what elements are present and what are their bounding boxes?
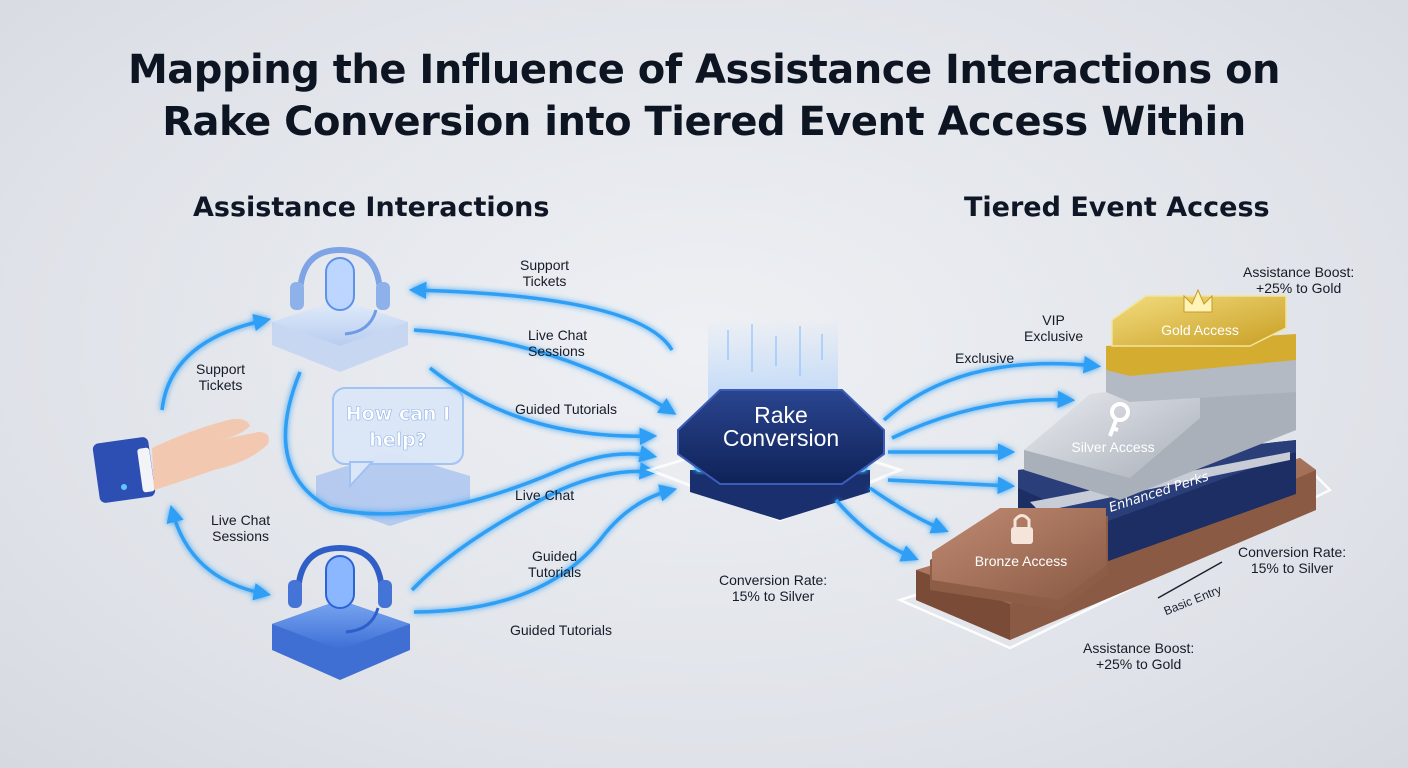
center-conversion-note-l1: Conversion Rate: bbox=[719, 572, 828, 588]
arrow-hub-to-top-pod bbox=[408, 281, 674, 351]
label-support-tickets-left-l1: Support bbox=[196, 361, 246, 377]
gold-access-label: Gold Access bbox=[1161, 322, 1239, 338]
silver-access-label: Silver Access bbox=[1071, 439, 1154, 455]
lock-icon bbox=[1011, 514, 1033, 544]
title-line-1: Mapping the Influence of Assistance Inte… bbox=[127, 47, 1281, 93]
label-guided-tutorials-low-l2: Tutorials bbox=[528, 564, 582, 580]
arrow-hub-to-exclusive bbox=[891, 390, 1076, 440]
label-assistance-boost-top-l2: +25% to Gold bbox=[1256, 280, 1342, 296]
label-live-chat-sessions-left-l1: Live Chat bbox=[211, 512, 271, 528]
label-assistance-boost-bottom: Assistance Boost: +25% to Gold bbox=[1083, 640, 1194, 672]
label-live-chat-sessions-mid-l2: Sessions bbox=[528, 343, 585, 359]
label-support-tickets-left-l2: Tickets bbox=[198, 377, 243, 393]
label-vip-exclusive-l1: VIP bbox=[1042, 312, 1065, 328]
label-live-chat-sessions-mid: Live Chat Sessions bbox=[528, 327, 587, 359]
gold-tier-slab: Gold Access bbox=[1106, 288, 1296, 402]
center-conversion-note-l2: 15% to Silver bbox=[731, 588, 815, 604]
label-assistance-boost-bottom-l1: Assistance Boost: bbox=[1083, 640, 1195, 656]
label-support-tickets-left: Support Tickets bbox=[196, 361, 245, 393]
arrow-bottom-pod-guided bbox=[413, 484, 678, 614]
arrow-top-pod-to-hub bbox=[413, 328, 677, 415]
label-live-chat: Live Chat bbox=[515, 487, 575, 503]
label-conversion-rate-right-l1: Conversion Rate: bbox=[1238, 544, 1347, 560]
diagram-title: Mapping the Influence of Assistance Inte… bbox=[0, 44, 1408, 148]
arrow-bottom-pod-livechat bbox=[410, 462, 658, 592]
hub-label-line-2: Conversion bbox=[723, 425, 839, 451]
label-guided-tutorials-low-l1: Guided bbox=[532, 548, 578, 564]
label-vip-exclusive: VIP Exclusive bbox=[1024, 312, 1083, 344]
label-live-chat-sessions-left-l2: Sessions bbox=[212, 528, 269, 544]
headset-pod-top bbox=[272, 246, 408, 372]
chat-bubble-line-2: help? bbox=[369, 429, 427, 451]
arrow-hub-to-bronze-b bbox=[834, 498, 919, 562]
label-support-tickets-top-l1: Support bbox=[520, 257, 570, 273]
label-assistance-boost-top: Assistance Boost: +25% to Gold bbox=[1243, 264, 1354, 296]
headset-icon bbox=[288, 544, 392, 634]
hand-icon bbox=[92, 418, 269, 503]
arrow-hub-to-bronze-a bbox=[868, 486, 949, 534]
label-guided-tutorials-mid: Guided Tutorials bbox=[515, 401, 617, 417]
arrow-hub-to-enhanced bbox=[887, 476, 1016, 495]
chat-bubble-block: How can I help? bbox=[316, 387, 470, 526]
hub-label-line-1: Rake bbox=[754, 402, 808, 428]
label-assistance-boost-bottom-l2: +25% to Gold bbox=[1096, 656, 1182, 672]
label-support-tickets-top-l2: Tickets bbox=[522, 273, 567, 289]
right-section-heading: Tiered Event Access bbox=[964, 192, 1270, 223]
arrow-loop-top-to-hub bbox=[283, 371, 658, 516]
label-exclusive: Exclusive bbox=[955, 350, 1015, 366]
label-live-chat-sessions-left: Live Chat Sessions bbox=[211, 512, 270, 544]
chat-bubble-line-1: How can I bbox=[346, 403, 450, 425]
center-conversion-note: Conversion Rate: 15% to Silver bbox=[719, 572, 827, 604]
basic-entry-label: Basic Entry bbox=[1162, 582, 1224, 618]
arrow-hand-to-bottom-pod bbox=[166, 504, 272, 601]
bronze-access-label: Bronze Access bbox=[975, 553, 1068, 569]
headset-icon bbox=[290, 246, 390, 336]
crown-icon bbox=[1183, 288, 1213, 313]
left-section-heading: Assistance Interactions bbox=[193, 192, 550, 223]
arrow-hub-to-vip bbox=[882, 356, 1102, 422]
silver-tier-slab: Silver Access bbox=[1024, 380, 1296, 500]
label-vip-exclusive-l2: Exclusive bbox=[1024, 328, 1084, 344]
title-line-2: Rake Conversion into Tiered Event Access… bbox=[162, 99, 1246, 145]
label-assistance-boost-top-l1: Assistance Boost: bbox=[1243, 264, 1355, 280]
headset-pod-bottom bbox=[272, 544, 410, 680]
label-support-tickets-top: Support Tickets bbox=[520, 257, 569, 289]
bronze-access-card: Bronze Access bbox=[930, 508, 1108, 610]
tier-stack: Enhanced Perks Silver Access Gold Access bbox=[896, 288, 1333, 650]
label-guided-tutorials-bottom: Guided Tutorials bbox=[510, 622, 612, 638]
arrow-hand-to-top-pod bbox=[160, 313, 272, 411]
arrow-top-pod-guided bbox=[428, 366, 658, 446]
label-conversion-rate-right: Conversion Rate: 15% to Silver bbox=[1238, 544, 1346, 576]
label-guided-tutorials-low: Guided Tutorials bbox=[528, 548, 581, 580]
label-live-chat-sessions-mid-l1: Live Chat bbox=[528, 327, 588, 343]
rake-conversion-hub: Rake Conversion bbox=[645, 320, 905, 522]
label-conversion-rate-right-l2: 15% to Silver bbox=[1250, 560, 1334, 576]
key-icon bbox=[1108, 402, 1130, 437]
